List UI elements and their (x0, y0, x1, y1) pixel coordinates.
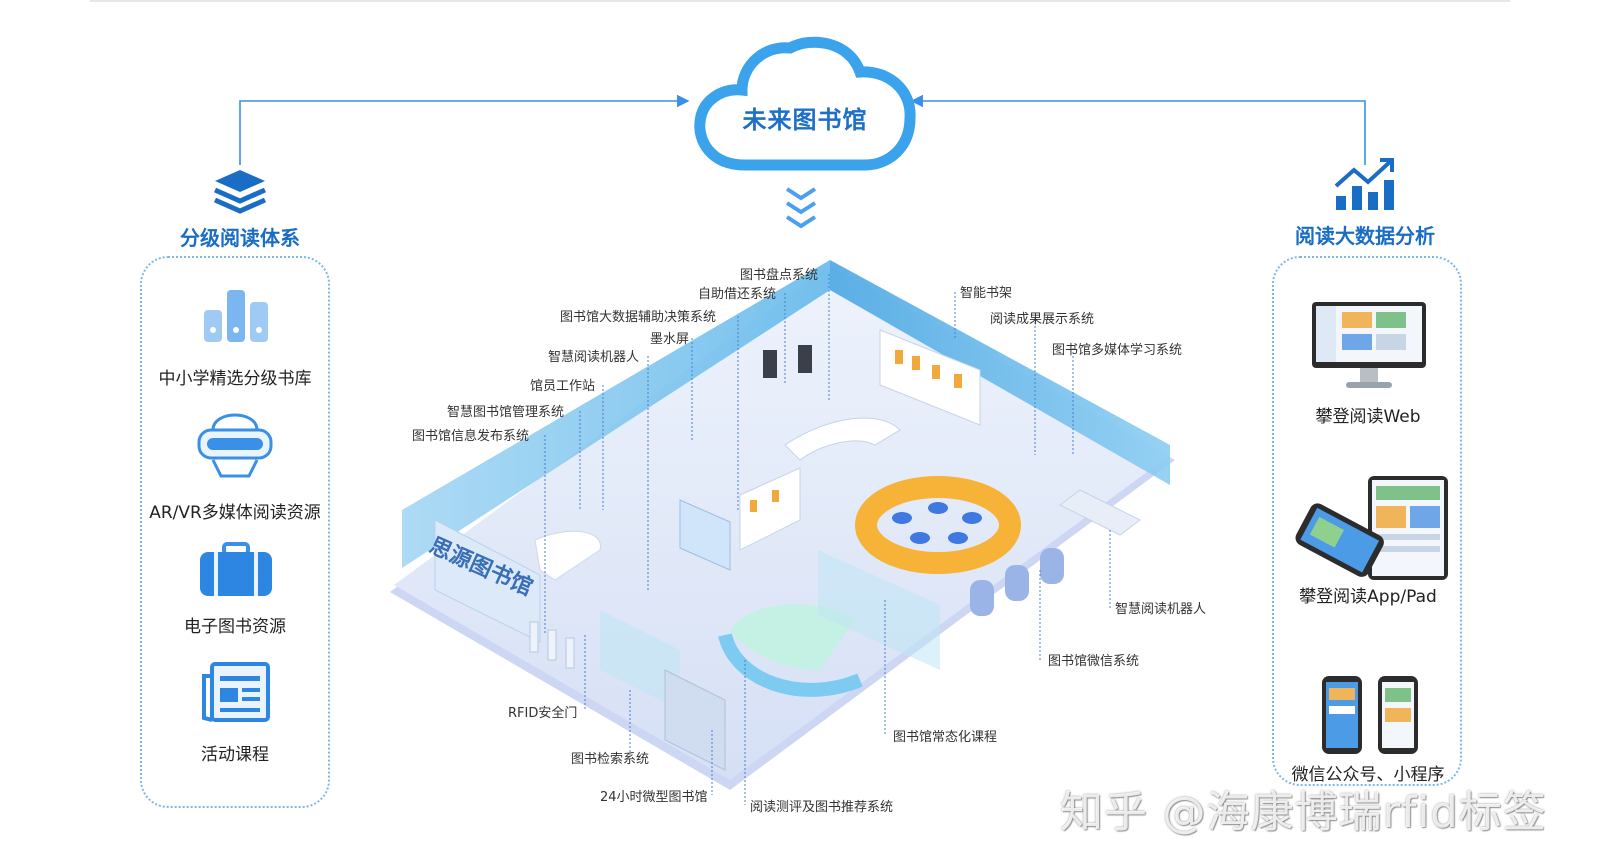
tablet-phone-icon (1295, 476, 1448, 580)
callout-evaluation: 阅读测评及图书推荐系统 (750, 800, 894, 815)
callout-eink: 墨水屏 (650, 332, 690, 347)
callout-staff-station: 馆员工作站 (530, 379, 596, 394)
right-item-label-2: 攀登阅读App/Pad (1299, 587, 1437, 607)
left-panel (140, 256, 330, 808)
desktop-monitor-icon (1312, 302, 1426, 388)
cloud-title: 未来图书馆 (742, 106, 868, 134)
left-panel-title: 分级阅读体系 (180, 226, 300, 250)
callout-mini-library: 24小时微型图书馆 (600, 790, 708, 805)
left-item-label-4: 活动课程 (201, 745, 269, 765)
right-panel-title: 阅读大数据分析 (1295, 224, 1435, 248)
callout-multimedia: 图书馆多媒体学习系统 (1052, 343, 1183, 358)
watermark: 知乎 @海康博瑞rfid标签 (1060, 788, 1547, 838)
callout-rfid-gate: RFID安全门 (508, 706, 578, 721)
callout-self-checkout: 自助借还系统 (698, 287, 777, 302)
callout-wechat-system: 图书馆微信系统 (1048, 654, 1140, 669)
vr-headset-icon (197, 413, 273, 478)
newspaper-icon (202, 662, 270, 722)
left-item-label-1: 中小学精选分级书库 (158, 369, 312, 389)
chevron-down-icon (785, 187, 817, 229)
callout-robot-top: 智慧阅读机器人 (548, 350, 640, 365)
callout-inventory: 图书盘点系统 (740, 268, 819, 283)
callout-mgmt-system: 智慧图书馆管理系统 (447, 405, 565, 420)
callout-achievement: 阅读成果展示系统 (990, 312, 1095, 327)
callout-regular-course: 图书馆常态化课程 (893, 730, 998, 745)
callout-search: 图书检索系统 (571, 752, 650, 767)
callout-info-publish: 图书馆信息发布系统 (412, 429, 530, 444)
right-item-label-3: 微信公众号、小程序 (1291, 765, 1445, 785)
smartphones-icon (1322, 676, 1418, 754)
left-item-label-3: 电子图书资源 (184, 617, 286, 637)
layers-icon (213, 170, 267, 214)
left-item-label-2: AR/VR多媒体阅读资源 (149, 503, 321, 523)
right-item-label-1: 攀登阅读Web (1315, 407, 1421, 427)
cloud-icon (694, 36, 916, 171)
briefcase-icon (200, 542, 272, 596)
top-divider (90, 0, 1510, 2)
callout-smart-shelf: 智能书架 (960, 286, 1013, 301)
bar-chart-icon (204, 290, 268, 342)
right-panel (1272, 256, 1462, 786)
callout-robot-right: 智慧阅读机器人 (1115, 602, 1207, 617)
callout-bigdata-decision: 图书馆大数据辅助决策系统 (560, 310, 717, 325)
chart-growth-icon (1334, 158, 1394, 210)
library-floor-illustration (390, 260, 1175, 790)
